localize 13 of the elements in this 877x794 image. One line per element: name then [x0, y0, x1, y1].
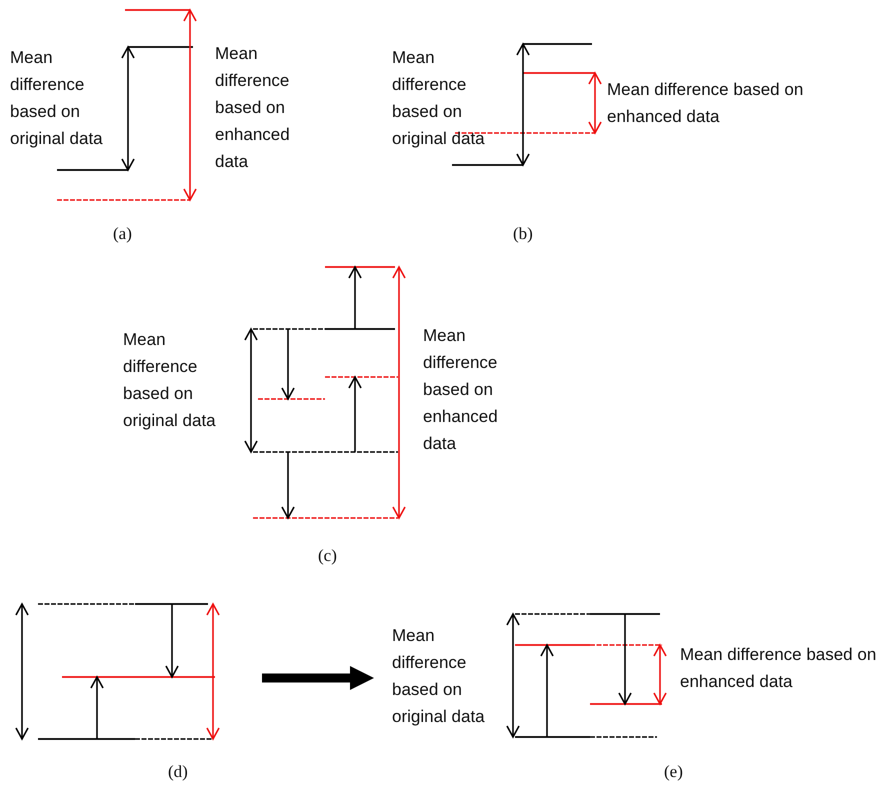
annotation-text: Mean difference based on original data [392, 625, 486, 728]
panel-label: (e) [664, 762, 683, 782]
annotation-text: Mean difference based on enhanced data [680, 644, 877, 693]
annotation-text: Mean difference based on enhanced data [423, 325, 499, 455]
annotation-text: Mean difference based on original data [392, 47, 486, 150]
panel-label: (a) [113, 224, 132, 244]
panel-label: (b) [513, 224, 533, 244]
annotation-text: Mean difference based on original data [123, 329, 217, 432]
annotation-text: Mean difference based on enhanced data [215, 43, 291, 173]
panel-label: (d) [168, 762, 188, 782]
annotation-text: Mean difference based on original data [10, 47, 104, 150]
annotation-text: Mean difference based on enhanced data [607, 79, 804, 128]
panel-label: (c) [318, 546, 337, 566]
